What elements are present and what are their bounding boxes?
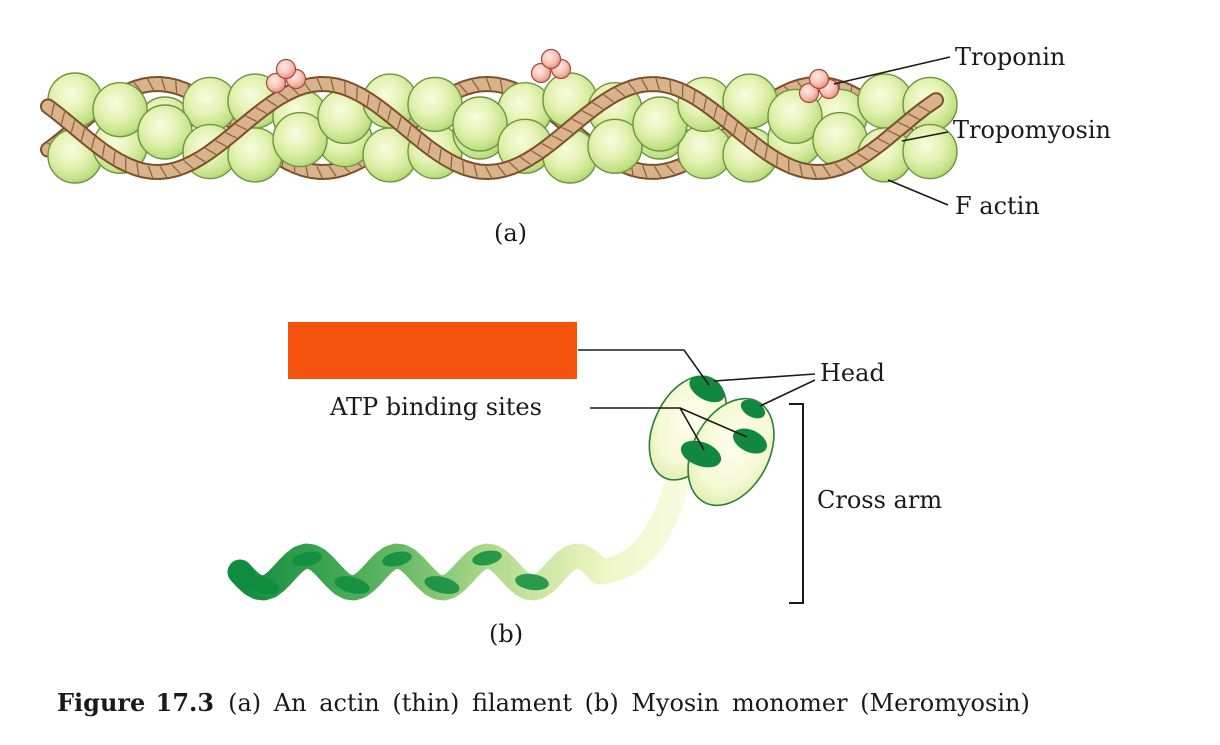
figure-caption: Figure 17.3 (a) An actin (thin) filament … [57, 688, 1030, 717]
orange-box-leader-line [578, 349, 710, 386]
atp-binding-sites-label: ATP binding sites [330, 393, 542, 421]
panel-b-letter: (b) [489, 620, 524, 648]
atp-binding-site-patch [740, 399, 766, 419]
orange-label-box [288, 322, 577, 379]
troponin-beads [265, 48, 840, 104]
tropomyosin-leader-line [901, 131, 949, 142]
figure-caption-number: Figure 17.3 [57, 688, 215, 717]
myosin-head-front [687, 397, 775, 507]
f-actin-label: F actin [955, 192, 1040, 220]
f-actin-leader-line [887, 179, 949, 206]
cross-arm-label: Cross arm [817, 486, 943, 514]
tropomyosin-strand-front [40, 75, 944, 181]
troponin-leader-line [833, 56, 951, 85]
cross-arm-bracket [789, 403, 804, 604]
atp-leader-line-branch [679, 407, 748, 438]
atp-binding-site-patch [680, 440, 722, 468]
head-leader-line-2 [759, 379, 816, 407]
atp-binding-site-patch [689, 375, 725, 403]
head-leader-line-1 [713, 373, 816, 382]
figure-caption-text: (a) An actin (thin) filament (b) Myosin … [228, 689, 1030, 717]
tropomyosin-label: Tropomyosin [953, 116, 1111, 144]
myosin-tail-twist-shading [232, 550, 549, 594]
troponin-label: Troponin [955, 43, 1066, 71]
head-label: Head [820, 359, 885, 387]
panel-a-letter: (a) [494, 219, 528, 247]
